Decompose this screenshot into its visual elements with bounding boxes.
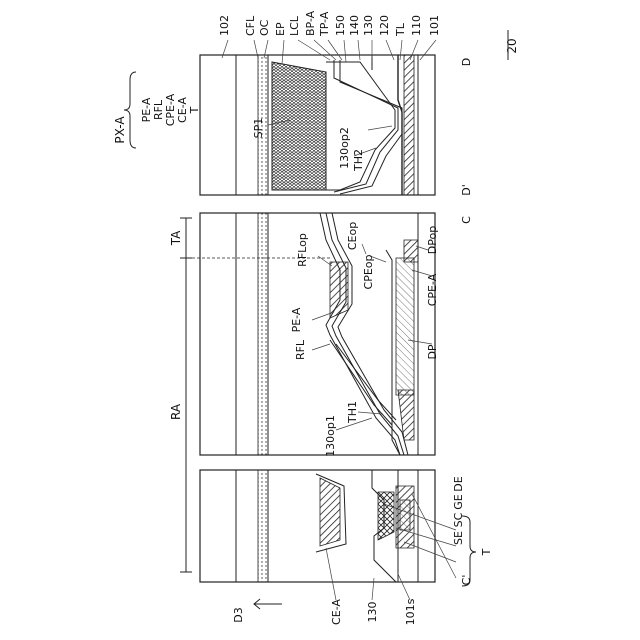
label-se: SE	[452, 531, 465, 545]
label-ce-a: CE-A	[330, 599, 343, 625]
label-d3: D3	[232, 607, 245, 622]
label-th2: TH2	[352, 149, 365, 172]
panel-c-main	[200, 213, 435, 455]
label-101: 101	[428, 15, 441, 36]
label-rfl: RFL	[294, 339, 307, 360]
label-140: 140	[348, 15, 361, 36]
label-sc: SC	[452, 512, 465, 527]
label-150: 150	[334, 15, 347, 36]
label-bp-a: BP-A	[304, 10, 317, 36]
label-tp-a: TP-A	[318, 11, 331, 37]
region-ra: RA	[169, 403, 183, 420]
figure-number: 20	[505, 38, 519, 53]
label-t: T	[480, 548, 493, 556]
label-de: DE	[452, 476, 465, 491]
label-110: 110	[410, 15, 423, 36]
marker-d-prime: D'	[460, 184, 473, 196]
label-pe-a: PE-A	[290, 307, 303, 332]
direction-arrow	[254, 599, 282, 609]
label-130op2: 130op2	[338, 127, 351, 169]
panel-d	[200, 55, 435, 195]
label-cfl: CFL	[244, 15, 257, 36]
marker-c-prime: C'	[460, 575, 473, 586]
label-tl: TL	[394, 22, 407, 37]
label-130-top: 130	[362, 15, 375, 36]
label-dp: DP	[426, 344, 439, 359]
panel-c-prime	[200, 470, 435, 582]
marker-c: C	[460, 216, 473, 224]
legend-item-t: T	[188, 106, 201, 114]
label-ge: GE	[452, 494, 465, 510]
label-sp1: SP1	[252, 118, 265, 139]
label-oc: OC	[258, 19, 271, 36]
label-102: 102	[218, 15, 231, 36]
label-ep: EP	[274, 22, 287, 36]
label-130-bottom: 130	[366, 602, 379, 623]
marker-d: D	[460, 58, 473, 66]
label-101s: 101s	[404, 598, 417, 625]
label-th1: TH1	[346, 401, 359, 424]
label-120: 120	[378, 15, 391, 36]
label-dpop: DPop	[426, 226, 439, 254]
label-ceop: CEop	[346, 222, 359, 250]
label-rflop: RFLop	[296, 233, 309, 267]
label-cpeop: CPEop	[362, 254, 375, 289]
label-cpe-a: CPE-A	[426, 273, 439, 306]
label-130op1: 130op1	[324, 415, 337, 457]
region-ta: TA	[169, 230, 183, 246]
legend-group-label: PX-A	[113, 116, 127, 144]
label-lcl: LCL	[288, 15, 301, 36]
